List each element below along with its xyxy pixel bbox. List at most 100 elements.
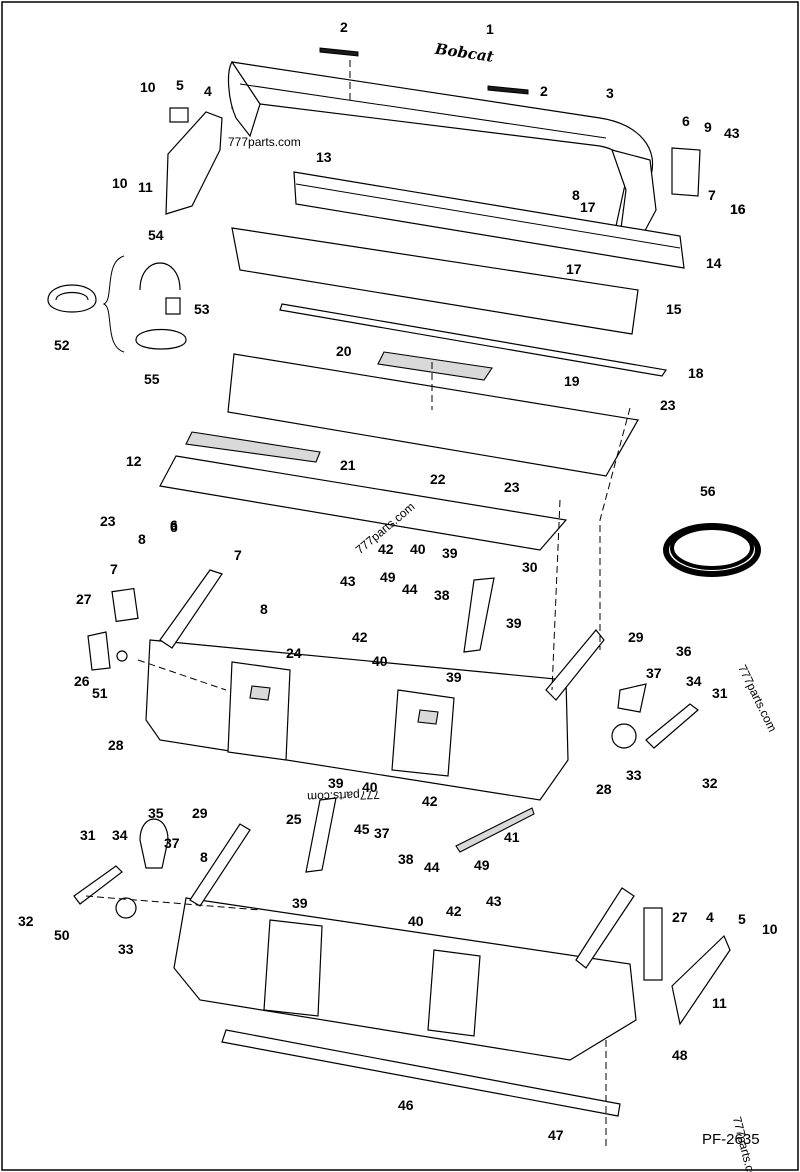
callout-label: 35	[148, 805, 164, 821]
upper-bucket	[145, 569, 605, 801]
callout-label: 45	[354, 821, 370, 837]
callout-label: 8	[260, 601, 268, 617]
callout-label: 37	[646, 665, 662, 681]
callout-label: 27	[76, 591, 92, 607]
callout-label: 7	[110, 561, 118, 577]
callout-label: 10	[140, 79, 156, 95]
callout-label: 20	[336, 343, 352, 359]
dash-leader	[137, 659, 227, 691]
callout-label: 30	[522, 559, 538, 575]
callout-label: 26	[74, 673, 90, 689]
dash-leader	[599, 407, 631, 650]
callout-label: 5	[738, 911, 746, 927]
strip-18	[279, 303, 668, 377]
callout-label: 34	[112, 827, 128, 843]
callout-label: 8	[572, 187, 580, 203]
callout-label: 18	[688, 365, 704, 381]
top-guard-part: Bobcat	[227, 40, 657, 241]
callout-label: 40	[408, 913, 424, 929]
callout-label: 11	[138, 179, 153, 195]
callout-label: 47	[548, 1127, 564, 1143]
callout-label: 24	[286, 645, 302, 661]
callout-label: 10	[762, 921, 778, 937]
figure-code: PF-2635	[702, 1131, 760, 1148]
callout-label: 14	[706, 255, 722, 271]
callout-label: 23	[660, 397, 676, 413]
lower-linkage	[73, 797, 731, 1026]
callout-label: 31	[712, 685, 728, 701]
left-side-plate	[165, 107, 223, 215]
callout-label: 19	[564, 373, 580, 389]
lower-bucket	[173, 823, 637, 1061]
callout-label: 4	[204, 83, 212, 99]
callout-label: 32	[18, 913, 34, 929]
dash-leader	[551, 499, 561, 691]
watermark: 777parts.com	[228, 135, 301, 149]
callout-label: 29	[192, 805, 208, 821]
callout-label: 7	[708, 187, 716, 203]
callout-label: 8	[200, 849, 208, 865]
clamp-group	[47, 255, 187, 353]
callout-label: 38	[434, 587, 450, 603]
callout-label: 10	[112, 175, 128, 191]
callout-label: 40	[372, 653, 388, 669]
callout-label: 17	[580, 199, 596, 215]
callout-label: 4	[706, 909, 714, 925]
callout-label: 28	[596, 781, 612, 797]
callout-label: 38	[398, 851, 414, 867]
callout-label: 5	[176, 77, 184, 93]
callout-label: 16	[730, 201, 746, 217]
callout-label: 1	[486, 21, 494, 37]
callout-label: 39	[328, 775, 344, 791]
callout-label: 2	[540, 83, 548, 99]
callout-label: 53	[194, 301, 210, 317]
callout-label: 16	[730, 201, 746, 217]
cover-plate-15	[231, 227, 639, 335]
callout-label: 43	[340, 573, 356, 589]
plate-21	[185, 431, 321, 463]
callout-label: 43	[724, 125, 740, 141]
callout-label: 32	[702, 775, 718, 791]
callout-label: 37	[164, 835, 180, 851]
callout-label: 34	[686, 673, 702, 689]
callout-label: 49	[474, 857, 490, 873]
watermark: 777parts.com	[307, 788, 380, 805]
callout-label: 54	[148, 227, 164, 243]
callout-label: 49	[380, 569, 396, 585]
callout-label: 2	[340, 19, 348, 35]
dash-leader	[85, 895, 261, 911]
callout-label: 6	[682, 113, 690, 129]
callout-label: 56	[700, 483, 716, 499]
callout-label: 40	[410, 541, 426, 557]
callout-label: 6	[170, 519, 178, 535]
upper-linkage	[87, 577, 699, 749]
callout-label: 50	[54, 927, 70, 943]
hose-coil	[663, 523, 761, 577]
callout-label: 41	[504, 829, 520, 845]
callout-label: 42	[352, 629, 368, 645]
callout-label: 39	[446, 669, 462, 685]
callout-label: 43	[486, 893, 502, 909]
callout-label: 22	[430, 471, 446, 487]
callout-label: 37	[374, 825, 390, 841]
callout-label: 51	[92, 685, 108, 701]
callout-label: 31	[80, 827, 96, 843]
callout-label: 36	[676, 643, 692, 659]
callout-label: 42	[378, 541, 394, 557]
callout-label: 13	[316, 149, 332, 165]
callout-label: 46	[398, 1097, 414, 1113]
callout-label: 52	[54, 337, 70, 353]
callout-label: 6	[170, 517, 178, 533]
callout-label: 9	[704, 119, 712, 135]
watermark: 777parts.com	[735, 663, 779, 734]
callout-label: 48	[672, 1047, 688, 1063]
callout-label: 44	[402, 581, 418, 597]
callout-label: 7	[234, 547, 242, 563]
callout-label: 29	[628, 629, 644, 645]
callout-label: 3	[606, 85, 614, 101]
callout-label: 17	[566, 261, 582, 277]
callout-label: 25	[286, 811, 302, 827]
callout-label: 39	[442, 545, 458, 561]
panel-22	[159, 455, 568, 551]
